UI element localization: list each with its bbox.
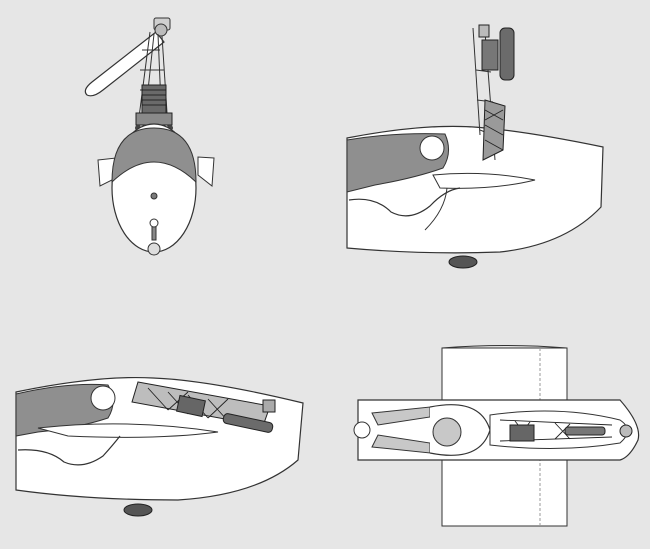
main-wheel bbox=[147, 242, 161, 256]
engine-block bbox=[481, 39, 499, 71]
nose-hook bbox=[150, 192, 158, 200]
cylinder-fins bbox=[142, 89, 166, 106]
cockpit-opening bbox=[432, 172, 536, 189]
top-view-engine-stowed bbox=[353, 345, 640, 527]
engine-block bbox=[509, 424, 535, 442]
cockpit-opening bbox=[37, 423, 219, 438]
tail-fairing-left bbox=[353, 421, 371, 439]
engine-base-mount bbox=[135, 112, 173, 126]
engine-block bbox=[176, 394, 206, 418]
truss-lattice bbox=[484, 109, 504, 151]
wing-root-right bbox=[197, 156, 215, 187]
side-view-engine-stowed bbox=[15, 376, 304, 517]
engine-hub bbox=[619, 424, 633, 438]
pilot-head bbox=[90, 385, 116, 411]
engine-hub bbox=[478, 24, 490, 38]
canopy bbox=[111, 127, 197, 184]
landing-wheel bbox=[123, 503, 153, 517]
wing-leading-edge bbox=[441, 345, 568, 349]
side-view-engine-extended bbox=[346, 24, 604, 269]
seat-outline bbox=[17, 435, 121, 466]
engine-hub bbox=[262, 399, 276, 413]
seat-outline bbox=[348, 187, 461, 217]
propeller-blade-folded bbox=[564, 426, 606, 436]
fuselage-inner-line bbox=[424, 187, 448, 231]
front-view-engine-extended bbox=[84, 17, 215, 256]
spinner bbox=[154, 23, 168, 37]
landing-wheel bbox=[448, 255, 478, 269]
propeller-blade bbox=[84, 31, 165, 97]
propeller-blade-folded bbox=[499, 27, 515, 81]
nose-wheel-hub bbox=[149, 218, 159, 228]
engine-block bbox=[141, 84, 167, 114]
propeller-blade-folded bbox=[222, 413, 274, 433]
pilot-head bbox=[432, 417, 462, 447]
pilot-head bbox=[419, 135, 445, 161]
